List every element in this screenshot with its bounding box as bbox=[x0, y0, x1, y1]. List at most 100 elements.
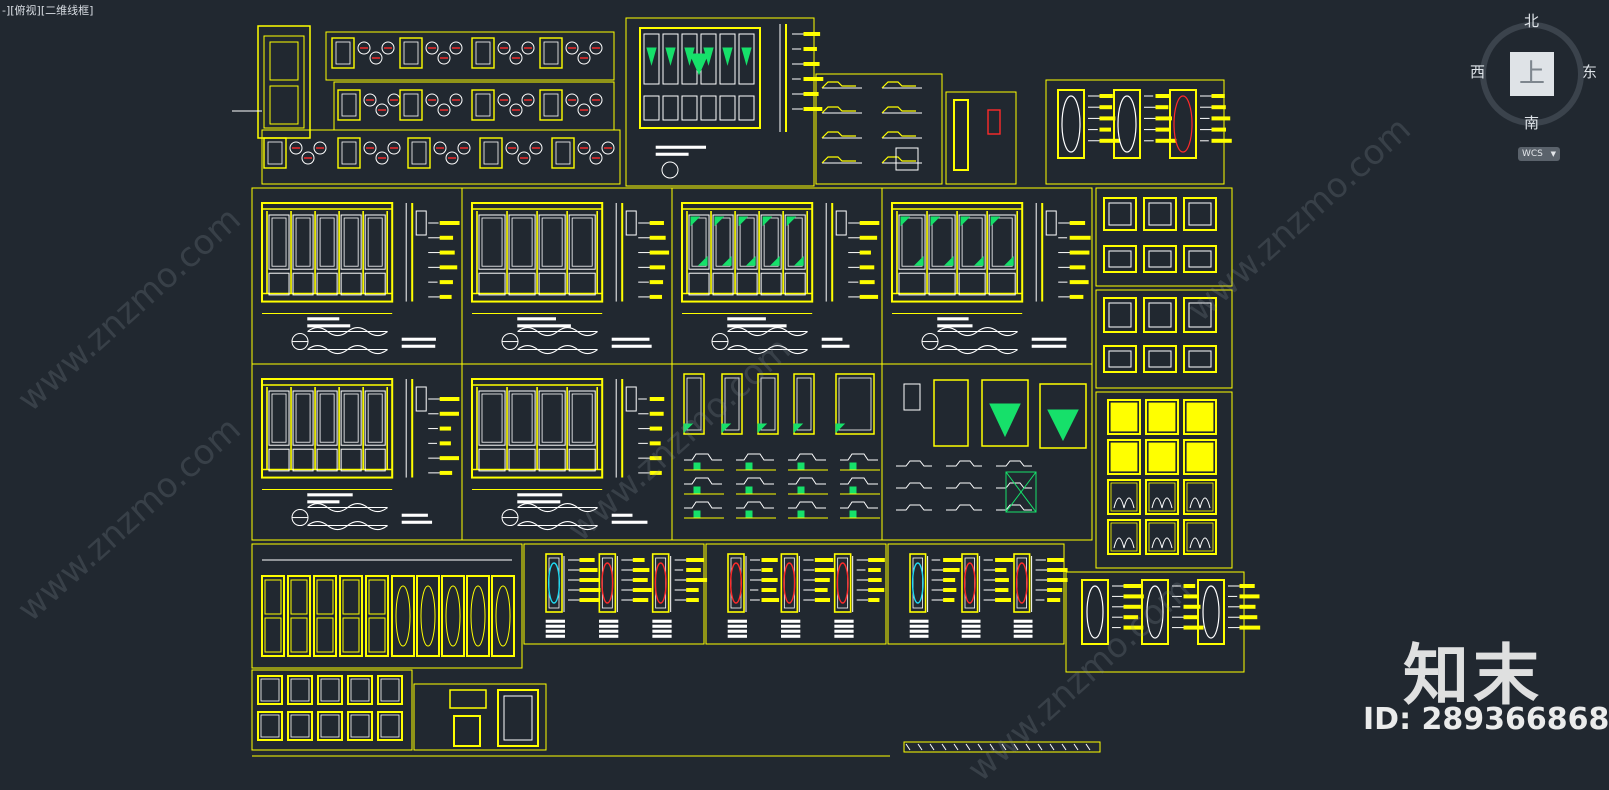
compass-south[interactable]: 南 bbox=[1524, 114, 1540, 132]
title-strip-text bbox=[989, 743, 995, 751]
annotation-text-block bbox=[1211, 105, 1226, 110]
window-frame-detail bbox=[721, 373, 743, 435]
annotation-text-block bbox=[868, 568, 881, 572]
wall-panel-inner bbox=[367, 217, 383, 267]
wcs-menu-button[interactable]: WCS▼ bbox=[1518, 147, 1560, 161]
cad-drawing-canvas[interactable] bbox=[0, 0, 1600, 759]
wall-panel-inner bbox=[763, 217, 779, 267]
annotation-text-block bbox=[859, 280, 875, 285]
panel-inner bbox=[1188, 250, 1212, 268]
annotation-text-block bbox=[761, 578, 778, 582]
door-panel bbox=[269, 85, 299, 125]
wall-panel bbox=[268, 390, 290, 446]
annotation-text-block bbox=[1183, 625, 1204, 630]
moulding-section-circle bbox=[565, 41, 579, 55]
annotation-text-block bbox=[803, 92, 819, 96]
annotation-text-block bbox=[632, 588, 652, 592]
annotation-text-block bbox=[995, 558, 1014, 562]
drawing-sheet-frame bbox=[413, 683, 547, 751]
carved-panel bbox=[1183, 519, 1217, 555]
drawing-sheet-frame bbox=[1065, 571, 1245, 673]
title-strip-text bbox=[977, 743, 983, 751]
annotation-text-block bbox=[1047, 578, 1068, 582]
annotation-text-line bbox=[937, 324, 973, 328]
annotation-text-block bbox=[1239, 615, 1258, 620]
carved-door bbox=[416, 575, 440, 657]
profile-detail bbox=[849, 486, 857, 494]
annotation-text-line bbox=[1013, 629, 1033, 633]
ornament-green bbox=[793, 423, 804, 434]
carved-panel-inner bbox=[350, 714, 370, 738]
wainscot-panel bbox=[688, 272, 710, 296]
moulding-section-circle bbox=[381, 41, 395, 55]
carved-panel-inner bbox=[1186, 402, 1214, 432]
compass-north[interactable]: 北 bbox=[1524, 12, 1540, 30]
viewcube-top-face[interactable]: 上 bbox=[1510, 52, 1554, 96]
wainscot-panel bbox=[364, 272, 386, 296]
annotation-text-block bbox=[686, 558, 705, 562]
panel-detail bbox=[1183, 345, 1217, 373]
window-frame-inner bbox=[724, 377, 740, 431]
compass-east[interactable]: 东 bbox=[1582, 63, 1598, 81]
annotation-text-block bbox=[649, 426, 663, 431]
wardrobe-door-panel bbox=[342, 579, 360, 615]
door-inner-panel bbox=[783, 557, 795, 609]
carved-panel bbox=[1107, 399, 1141, 435]
wainscot-panel bbox=[700, 95, 717, 121]
carving-pattern bbox=[1189, 537, 1211, 549]
annotation-text-line bbox=[545, 624, 565, 628]
annotation-text-block bbox=[1069, 235, 1091, 240]
carved-panel-inner bbox=[1186, 482, 1214, 512]
door-leaf bbox=[727, 553, 745, 613]
profile-detail bbox=[736, 477, 774, 485]
compass-ring[interactable] bbox=[1480, 22, 1584, 126]
door-leaf bbox=[961, 553, 979, 613]
door-carving bbox=[1146, 585, 1164, 639]
annotation-text-line bbox=[652, 624, 672, 628]
panel-inner bbox=[1148, 202, 1172, 226]
annotation-text-block bbox=[649, 470, 662, 475]
wall-panel-inner bbox=[571, 393, 593, 443]
annotation-text-block bbox=[1099, 94, 1113, 98]
wall-panel bbox=[538, 390, 566, 446]
wall-panel-inner bbox=[319, 217, 335, 267]
annotation-text-line bbox=[727, 317, 766, 321]
wainscot-panel bbox=[268, 272, 290, 296]
annotation-text-block bbox=[1211, 116, 1231, 121]
compass-west[interactable]: 西 bbox=[1470, 63, 1486, 81]
annotation-text-line bbox=[599, 634, 619, 638]
annotation-text-line bbox=[1013, 619, 1033, 623]
profile-detail bbox=[946, 504, 982, 511]
carved-panel bbox=[287, 711, 313, 741]
viewport-controls-label[interactable]: -][俯视][二维线框] bbox=[2, 4, 94, 17]
door-leaf bbox=[1013, 553, 1031, 613]
annotation-text-line bbox=[1013, 624, 1033, 628]
wall-elevation-outline bbox=[261, 378, 394, 479]
moulding-panel-detail bbox=[551, 137, 575, 169]
ornament-corner bbox=[943, 256, 954, 266]
drawing-sheet-frame bbox=[671, 187, 883, 365]
profile-detail bbox=[881, 156, 916, 164]
title-strip bbox=[903, 741, 1101, 753]
carved-panel bbox=[1183, 439, 1217, 475]
annotation-text-block bbox=[1123, 615, 1139, 620]
moulding-panel-inner bbox=[411, 141, 427, 165]
annotation-text-block bbox=[1099, 138, 1121, 143]
drawing-sheet-frame bbox=[625, 17, 815, 187]
wardrobe-door bbox=[365, 575, 389, 657]
carved-panel-inner bbox=[1110, 402, 1138, 432]
door-inner-panel bbox=[601, 557, 613, 609]
annotation-text-line bbox=[1031, 337, 1067, 341]
wall-panel-inner bbox=[691, 217, 707, 267]
carved-panel bbox=[287, 675, 313, 705]
title-strip-text bbox=[1037, 743, 1043, 751]
wall-panel bbox=[988, 214, 1016, 270]
moulding-section-circle bbox=[589, 93, 603, 107]
wall-panel bbox=[364, 214, 386, 270]
drawing-sheet-frame bbox=[705, 543, 887, 645]
door-carving bbox=[547, 562, 561, 604]
viewcube[interactable]: 北 南 西 东 上 bbox=[1470, 8, 1600, 158]
annotation-text-block bbox=[859, 294, 879, 299]
wall-panel-inner bbox=[541, 217, 563, 267]
